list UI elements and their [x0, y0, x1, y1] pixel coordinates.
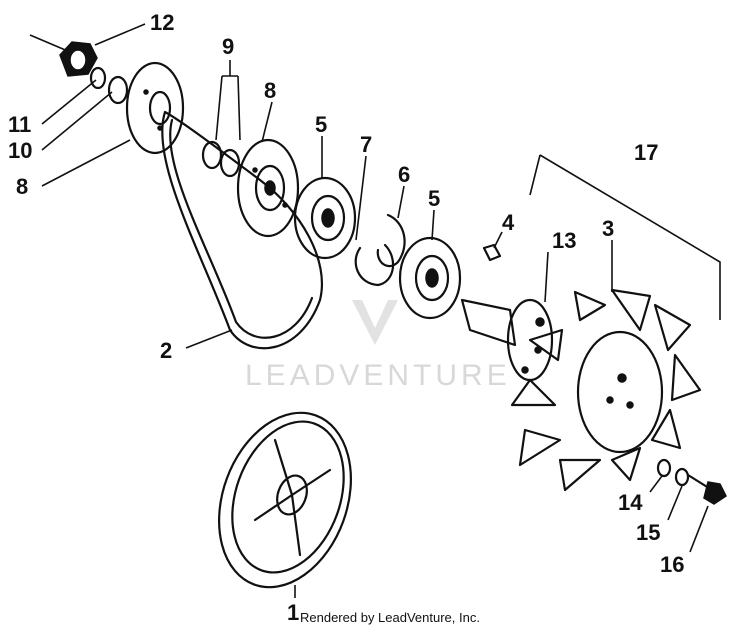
callout-10: 10 — [8, 138, 32, 163]
axis-line — [29, 34, 71, 53]
leader-10 — [41, 91, 113, 151]
part-8-pulley-half-right — [236, 138, 300, 238]
part-12-nut — [59, 41, 98, 77]
watermark-text: LEADVENTURE — [245, 359, 511, 392]
part-9-washer-a — [201, 140, 223, 170]
part-10-washer — [107, 75, 129, 105]
bracket-17 — [539, 154, 721, 320]
part-5-bearing-lower — [398, 236, 462, 320]
callout-9: 9 — [222, 34, 234, 59]
leader-16 — [689, 505, 709, 553]
watermark: LEADVENTURE — [245, 300, 511, 392]
leader-12 — [94, 23, 146, 46]
part-15-lockwasher — [674, 467, 690, 487]
leader-5b — [431, 209, 435, 241]
leader-7 — [355, 155, 367, 241]
callout-6: 6 — [398, 162, 410, 187]
callout-5b: 5 — [428, 186, 440, 211]
part-1-drive-pulley — [218, 411, 352, 589]
callout-7: 7 — [360, 132, 372, 157]
part-7-snap-ring — [354, 243, 395, 287]
part-8-pulley-half-left — [125, 61, 185, 155]
part-4-key — [482, 243, 502, 262]
callout-8b: 8 — [264, 78, 276, 103]
part-2-belt-inner — [169, 118, 314, 339]
part-5-bearing-upper — [293, 176, 357, 260]
callout-1: 1 — [287, 600, 299, 625]
leader-6 — [397, 185, 405, 219]
callout-5a: 5 — [315, 112, 327, 137]
bracket-17-left — [529, 154, 541, 196]
callout-17: 17 — [634, 140, 658, 165]
leader-8a — [41, 139, 131, 187]
callout-4: 4 — [502, 210, 515, 235]
part-2-belt — [161, 110, 323, 350]
callout-11: 11 — [8, 112, 31, 137]
callout-2: 2 — [160, 338, 172, 363]
leader-15 — [667, 485, 683, 521]
leader-13 — [544, 251, 549, 303]
part-6-ring — [376, 213, 406, 268]
part-9-washer-b — [219, 148, 241, 178]
leader-14 — [649, 475, 663, 493]
footer-credit: Rendered by LeadVenture, Inc. — [300, 610, 480, 625]
bracket-9 — [215, 60, 241, 141]
callout-14: 14 — [618, 490, 643, 515]
callout-15: 15 — [636, 520, 660, 545]
part-3-fan — [510, 288, 702, 492]
callout-12: 12 — [150, 10, 174, 35]
part-16-bolt — [686, 473, 727, 505]
callout-13: 13 — [552, 228, 576, 253]
part-11-washer — [89, 66, 107, 90]
leader-11 — [41, 79, 97, 125]
callout-8a: 8 — [16, 174, 28, 199]
callout-3: 3 — [602, 216, 614, 241]
part-14-washer — [656, 458, 672, 478]
leader-4 — [493, 231, 503, 249]
leader-8b — [261, 101, 273, 143]
leader-2 — [185, 329, 233, 349]
callout-16: 16 — [660, 552, 684, 577]
